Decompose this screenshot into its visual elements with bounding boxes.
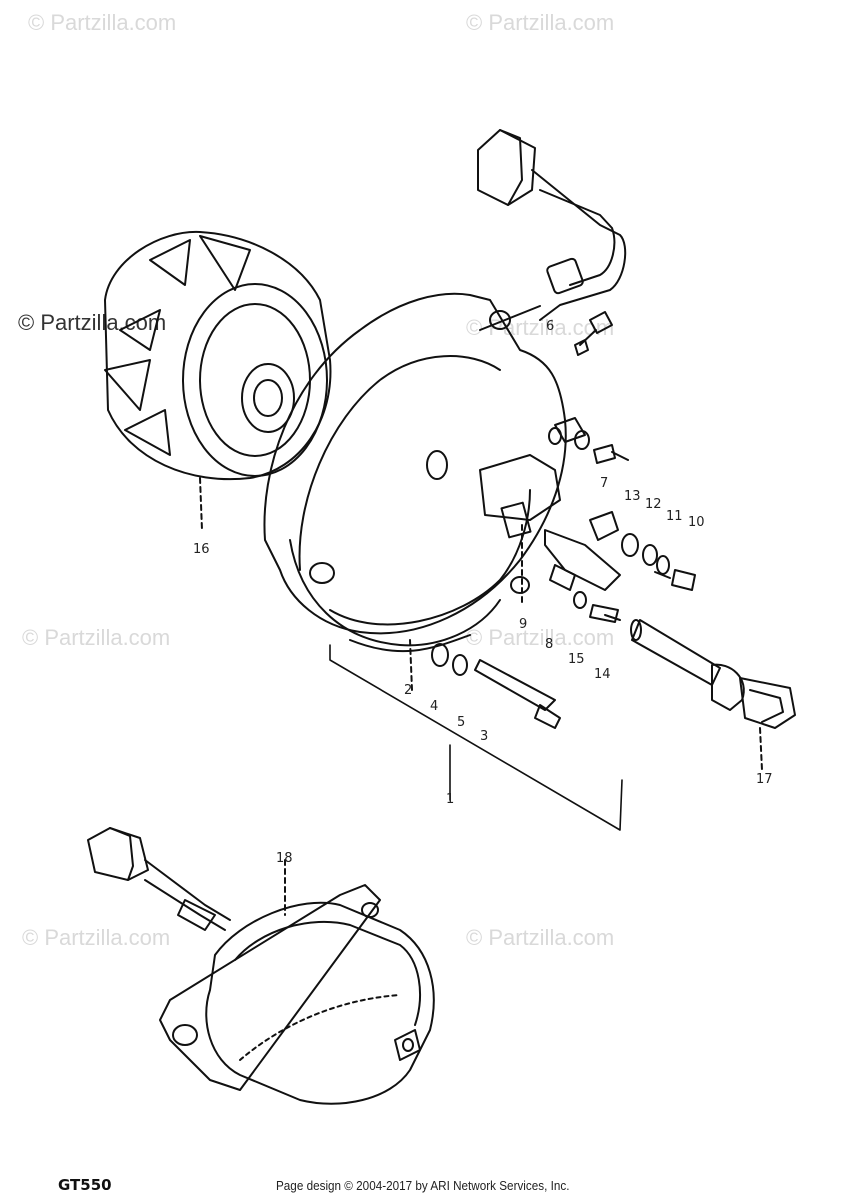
callout-11: 11 <box>666 509 683 524</box>
stator-housing-part-2 <box>263 292 567 691</box>
callout-2: 2 <box>404 683 412 698</box>
callout-labels: 1 2 3 4 5 6 7 8 9 10 11 12 13 14 15 16 1… <box>193 319 773 866</box>
watermark-top-right: © Partzilla.com <box>466 10 614 35</box>
watermark-over-rotor: © Partzilla.com <box>18 310 166 335</box>
small-fasteners <box>431 311 696 729</box>
callout-13: 13 <box>624 489 641 504</box>
callout-16: 16 <box>193 542 210 557</box>
callout-6: 6 <box>546 319 554 334</box>
watermark-mid-left: © Partzilla.com <box>22 625 170 650</box>
watermark-bottom-left: © Partzilla.com <box>22 925 170 950</box>
callout-1: 1 <box>446 792 454 807</box>
callout-14: 14 <box>594 667 611 682</box>
stator-connector <box>477 129 627 331</box>
callout-8: 8 <box>545 637 553 652</box>
callout-5: 5 <box>457 715 465 730</box>
rotor-part-16 <box>104 230 332 531</box>
callout-7: 7 <box>600 476 608 491</box>
brush-holder-parts <box>479 417 621 606</box>
footer-credit: Page design © 2004-2017 by ARI Network S… <box>276 1178 570 1193</box>
watermark-bottom-right: © Partzilla.com <box>466 925 614 950</box>
callout-9: 9 <box>519 617 527 632</box>
watermark-top-left: © Partzilla.com <box>28 10 176 35</box>
callout-15: 15 <box>568 652 585 667</box>
callout-10: 10 <box>688 515 705 530</box>
rotor-bolt-part-17 <box>630 619 796 771</box>
watermarks: © Partzilla.com © Partzilla.com © Partzi… <box>18 10 614 950</box>
watermark-mid-right-2: © Partzilla.com <box>466 625 614 650</box>
regulator-part-18 <box>87 827 435 1105</box>
callout-3: 3 <box>480 729 488 744</box>
callout-4: 4 <box>430 699 438 714</box>
callout-12: 12 <box>645 497 662 512</box>
callout-18: 18 <box>276 851 293 866</box>
assembly-bracket-part-1 <box>329 644 623 831</box>
model-code: GT550 <box>58 1176 112 1194</box>
callout-17: 17 <box>756 772 773 787</box>
